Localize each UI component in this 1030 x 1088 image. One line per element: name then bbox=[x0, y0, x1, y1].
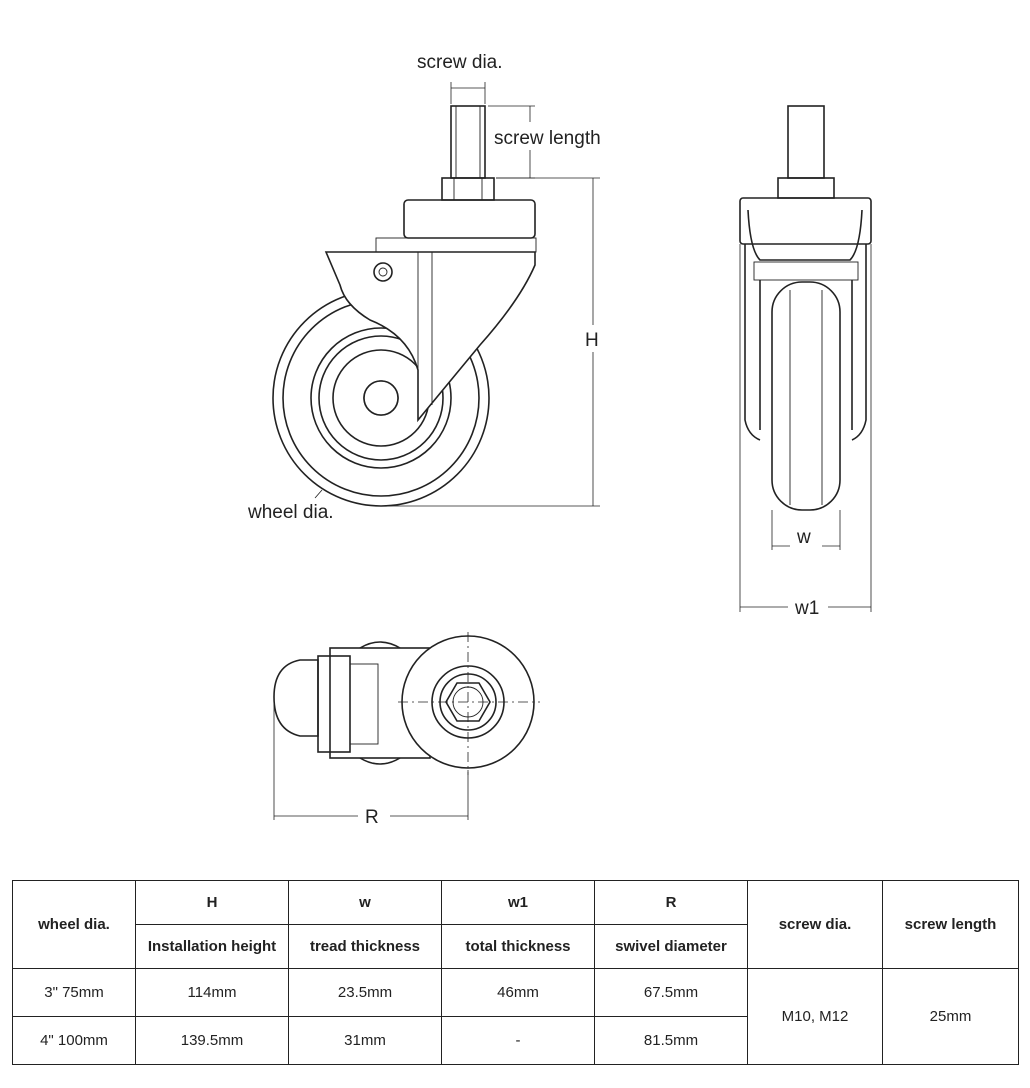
cell-screw-length: 25mm bbox=[882, 968, 1019, 1065]
tread-w-label: w bbox=[796, 527, 811, 548]
cell-screw-dia: M10, M12 bbox=[747, 968, 883, 1065]
caster-technical-drawing: screw dia. screw length H wheel dia. bbox=[247, 52, 872, 828]
screw-length-label: screw length bbox=[494, 128, 601, 149]
header-h-name: Installation height bbox=[135, 924, 289, 969]
cell-r: 67.5mm bbox=[594, 968, 748, 1017]
total-w1-label: w1 bbox=[794, 598, 819, 619]
cell-w1: - bbox=[441, 1016, 595, 1065]
side-top-plate bbox=[403, 199, 536, 239]
header-w-name: tread thickness bbox=[288, 924, 442, 969]
header-screw-dia: screw dia. bbox=[747, 880, 883, 969]
wheel-dia-label: wheel dia. bbox=[247, 502, 334, 523]
header-r-symbol: R bbox=[594, 880, 748, 925]
table-row: 3" 75mm 114mm 23.5mm 46mm 67.5mm M10, M1… bbox=[12, 968, 1019, 1065]
front-screw bbox=[787, 105, 825, 179]
spec-table: wheel dia. H w w1 R screw dia. screw len… bbox=[12, 880, 1019, 1065]
front-wheel bbox=[771, 281, 841, 511]
header-w1-name: total thickness bbox=[441, 924, 595, 969]
header-w1-symbol: w1 bbox=[441, 880, 595, 925]
front-view: w w1 bbox=[739, 105, 872, 619]
cell-w1: 46mm bbox=[441, 968, 595, 1017]
cell-wheel-dia: 4" 100mm bbox=[12, 1016, 136, 1065]
front-fork bbox=[744, 244, 867, 441]
header-screw-length: screw length bbox=[882, 880, 1019, 969]
cell-h: 139.5mm bbox=[135, 1016, 289, 1065]
side-screw bbox=[450, 105, 486, 179]
height-label: H bbox=[585, 330, 599, 351]
side-view: screw dia. screw length H wheel dia. bbox=[247, 52, 601, 523]
cell-w: 31mm bbox=[288, 1016, 442, 1065]
swivel-r-label: R bbox=[365, 807, 379, 828]
side-nut bbox=[441, 177, 495, 201]
table-row: 4" 100mm 139.5mm 31mm - 81.5mm bbox=[12, 1016, 1019, 1065]
header-wheel-dia: wheel dia. bbox=[12, 880, 136, 969]
screw-dia-label: screw dia. bbox=[417, 52, 503, 73]
cell-w: 23.5mm bbox=[288, 968, 442, 1017]
cell-r: 81.5mm bbox=[594, 1016, 748, 1065]
cell-wheel-dia: 3" 75mm bbox=[12, 968, 136, 1017]
cell-h: 114mm bbox=[135, 968, 289, 1017]
top-view: R bbox=[273, 632, 540, 828]
header-h-symbol: H bbox=[135, 880, 289, 925]
side-fork bbox=[324, 251, 536, 423]
front-nut bbox=[777, 177, 835, 199]
header-w-symbol: w bbox=[288, 880, 442, 925]
header-r-name: swivel diameter bbox=[594, 924, 748, 969]
front-top-plate bbox=[739, 197, 872, 245]
